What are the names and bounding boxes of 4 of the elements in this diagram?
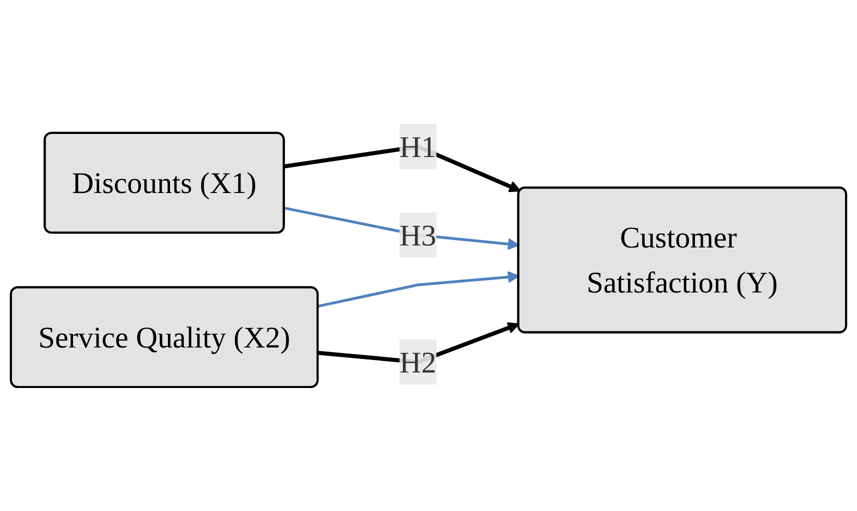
arrow [318, 271, 520, 308]
edge-label: H3 [400, 218, 436, 252]
edge-label: H2 [400, 344, 436, 380]
edge-label: H1 [400, 129, 436, 164]
